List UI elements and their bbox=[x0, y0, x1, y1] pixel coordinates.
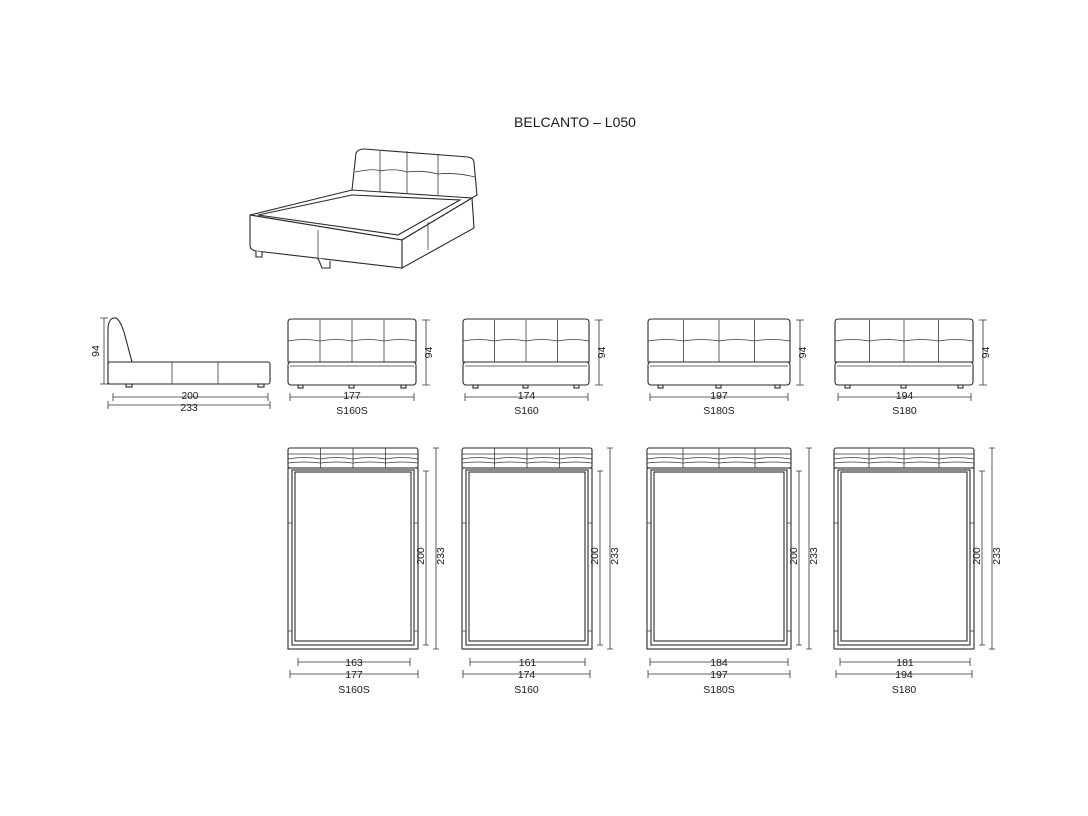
plan-outer-width-label: 197 bbox=[710, 669, 728, 681]
front-width-label: 177 bbox=[343, 390, 361, 402]
plan-outer-width-label: 194 bbox=[895, 669, 913, 681]
plan-inner-width-label: 184 bbox=[710, 657, 728, 669]
front-height-label: 94 bbox=[980, 347, 992, 359]
front-model-label: S160 bbox=[514, 405, 539, 417]
plan-inner-length-label: 200 bbox=[589, 547, 601, 565]
plan-inner-length-label: 200 bbox=[971, 547, 983, 565]
drawing-title: BELCANTO – L050 bbox=[514, 114, 636, 130]
plan-outer-width-label: 177 bbox=[345, 669, 363, 681]
plan-inner-width-label: 161 bbox=[519, 657, 537, 669]
front-height-label: 94 bbox=[423, 347, 435, 359]
front-height-label: 94 bbox=[596, 347, 608, 359]
side-height-label: 94 bbox=[90, 345, 102, 357]
plan-inner-length-label: 200 bbox=[788, 547, 800, 565]
plan-model-label: S160 bbox=[514, 684, 539, 696]
plan-outer-length-label: 233 bbox=[609, 547, 621, 565]
plan-outer-width-label: 174 bbox=[518, 669, 536, 681]
front-height-label: 94 bbox=[797, 347, 809, 359]
plan-outer-length-label: 233 bbox=[435, 547, 447, 565]
plan-inner-width-label: 163 bbox=[345, 657, 363, 669]
plan-inner-length-label: 200 bbox=[415, 547, 427, 565]
side-outer-length-label: 233 bbox=[180, 402, 198, 414]
side-inner-length-label: 200 bbox=[182, 391, 199, 402]
plan-outer-length-label: 233 bbox=[991, 547, 1003, 565]
bed-side-view: 94 200 233 bbox=[90, 317, 271, 414]
bed-perspective-view bbox=[249, 148, 478, 269]
front-width-label: 194 bbox=[896, 390, 914, 402]
front-model-label: S180S bbox=[703, 405, 735, 417]
front-width-label: 197 bbox=[710, 390, 728, 402]
plan-model-label: S160S bbox=[338, 684, 370, 696]
plan-model-label: S180S bbox=[703, 684, 735, 696]
plan-model-label: S180 bbox=[892, 684, 917, 696]
front-width-label: 174 bbox=[518, 390, 536, 402]
front-model-label: S160S bbox=[336, 405, 368, 417]
plan-inner-width-label: 181 bbox=[896, 657, 914, 669]
front-model-label: S180 bbox=[892, 405, 917, 417]
plan-outer-length-label: 233 bbox=[808, 547, 820, 565]
